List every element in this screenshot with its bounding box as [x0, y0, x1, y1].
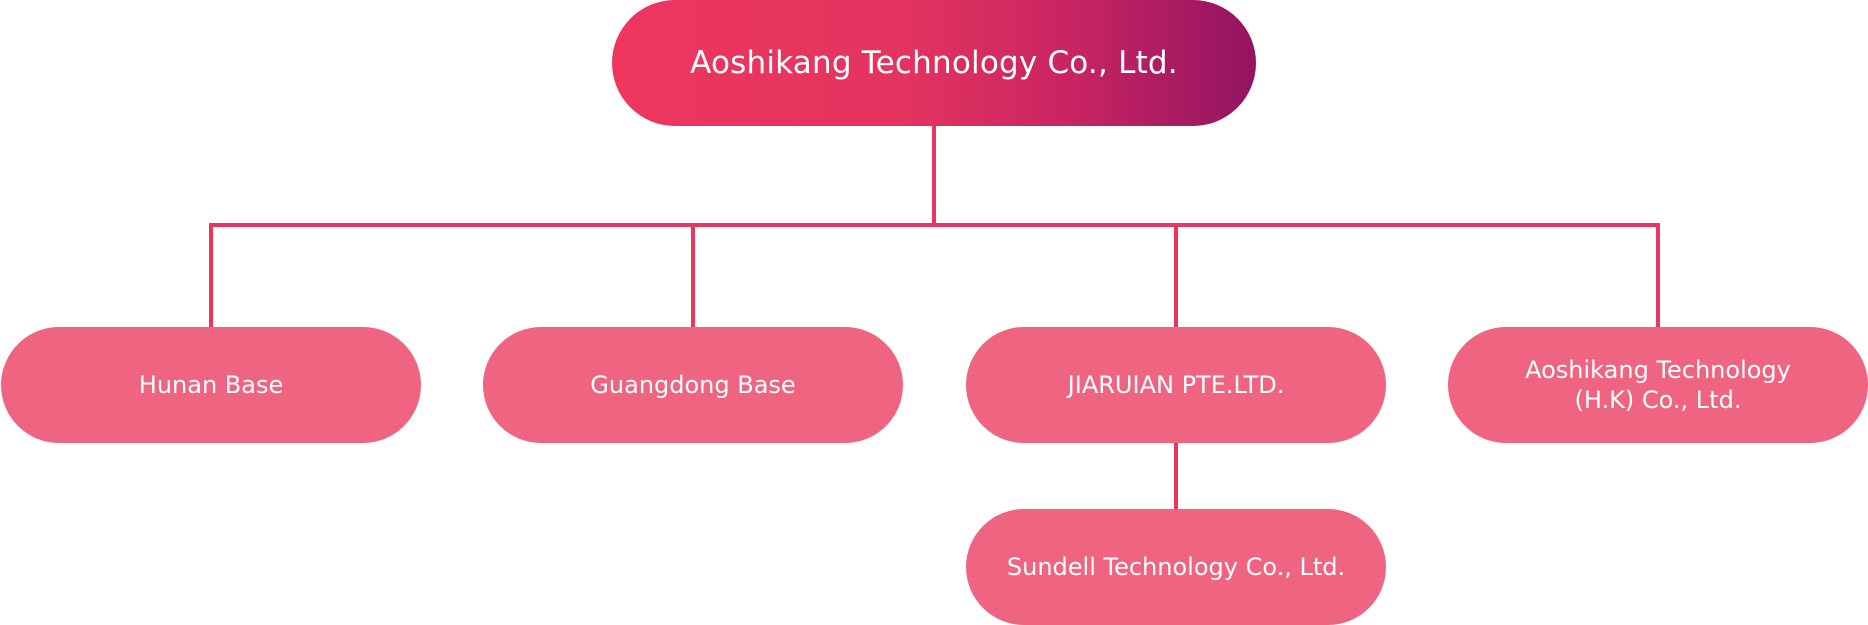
hunan-base-label: Hunan Base [138, 371, 284, 399]
child-node-jiaruian: JIARUIAN PTE.LTD. [966, 327, 1386, 443]
child-node-aoshikang-hk: Aoshikang Technology (H.K) Co., Ltd. [1448, 327, 1868, 443]
child-node-guangdong-base: Guangdong Base [483, 327, 903, 443]
root-node-label: Aoshikang Technology Co., Ltd. [690, 44, 1178, 81]
guangdong-base-label: Guangdong Base [590, 371, 796, 399]
aoshikang-hk-label: Aoshikang Technology (H.K) Co., Ltd. [1525, 356, 1791, 414]
jiaruian-label: JIARUIAN PTE.LTD. [1067, 371, 1285, 399]
sundell-technology-label: Sundell Technology Co., Ltd. [1006, 553, 1346, 581]
child-node-hunan-base: Hunan Base [1, 327, 421, 443]
grandchild-node-sundell-technology: Sundell Technology Co., Ltd. [966, 509, 1386, 625]
root-node-aoshikang-technology: Aoshikang Technology Co., Ltd. [612, 0, 1256, 126]
